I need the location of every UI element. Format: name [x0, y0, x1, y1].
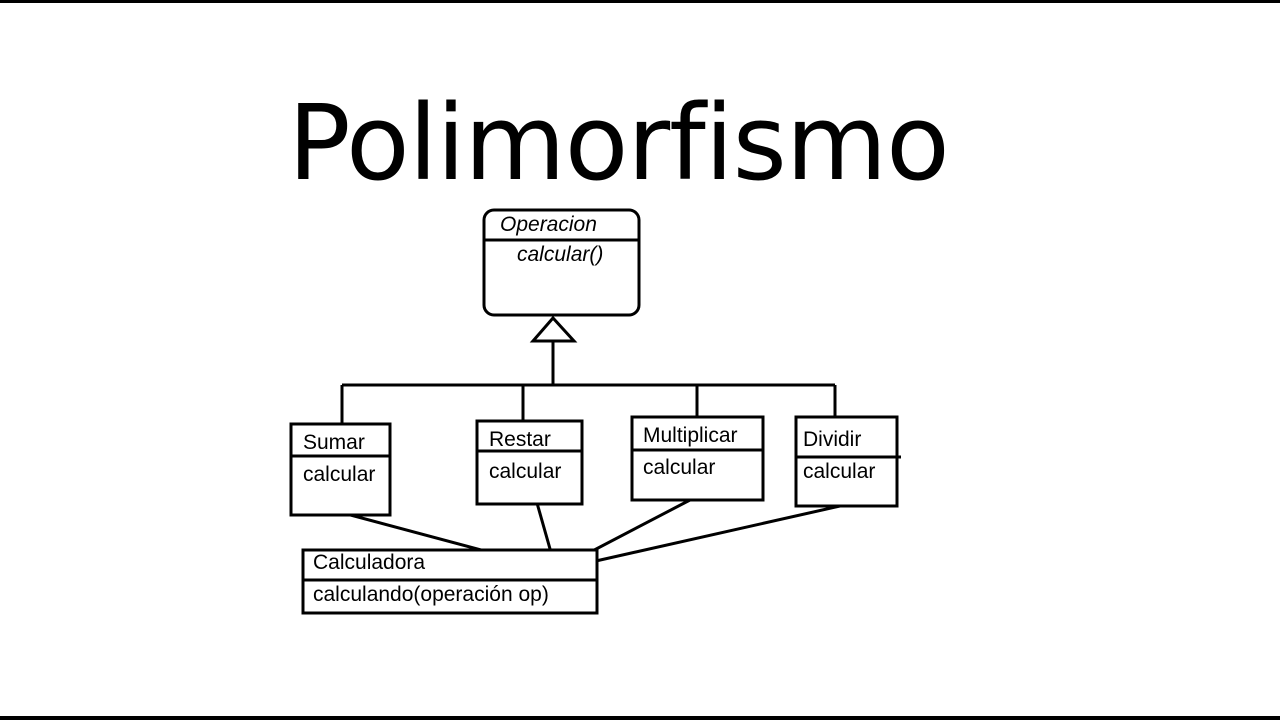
class-method: calcular [489, 460, 561, 483]
diagram-canvas: Polimorfismo Operacion calcular() [0, 3, 1280, 716]
uml-class-diagram: Operacion calcular() Sumar calcular Rest… [289, 208, 901, 615]
interface-operacion: Operacion calcular() [482, 208, 641, 317]
class-name: Calculadora [313, 551, 425, 574]
class-method: calcular [803, 460, 875, 483]
class-restar: Restar calcular [475, 419, 584, 506]
class-box [630, 415, 765, 502]
page-title: Polimorfismo [288, 82, 950, 204]
class-sumar: Sumar calcular [289, 422, 392, 517]
class-method: calcular [303, 463, 375, 486]
class-dividir: Dividir calcular [794, 415, 901, 508]
class-name: Multiplicar [643, 424, 738, 447]
class-box [794, 415, 899, 508]
inheritance-triangle-icon [529, 315, 578, 343]
class-name: Sumar [303, 431, 365, 454]
association-dividir [555, 504, 841, 572]
class-name: Dividir [803, 428, 861, 451]
interface-box [482, 208, 641, 317]
class-box [289, 422, 392, 517]
class-method: calcular [643, 456, 715, 479]
class-multiplicar: Multiplicar calcular [630, 415, 765, 502]
class-calculadora: Calculadora calculando(operación op) [301, 548, 599, 615]
class-method: calculando(operación op) [313, 583, 549, 606]
interface-name: Operacion [500, 213, 597, 236]
interface-method: calcular() [517, 243, 603, 266]
class-box [475, 419, 584, 506]
inheritance-connectors [340, 315, 837, 424]
class-name: Restar [489, 428, 551, 451]
